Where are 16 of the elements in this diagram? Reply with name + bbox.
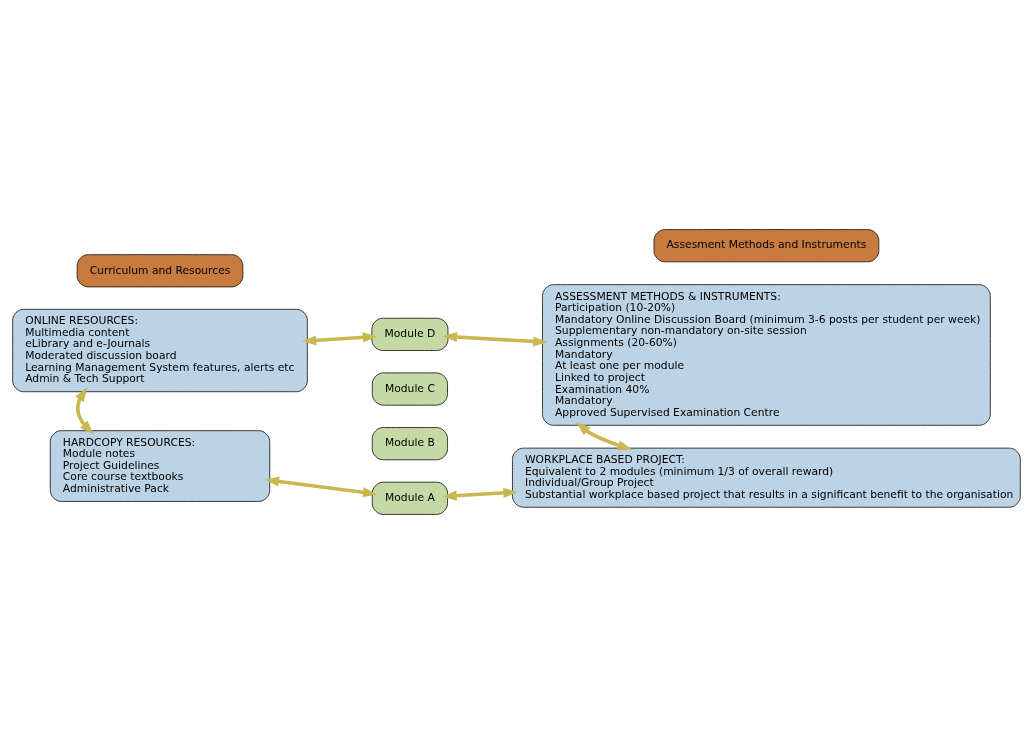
arrow bbox=[75, 387, 94, 435]
node-box: Module A bbox=[371, 481, 448, 515]
node-box: ONLINE RESOURCES: Multimedia content eLibrary and e-Journals Moderated discussion board Learning Management System features, alerts etc Admin & Tech Support bbox=[12, 308, 308, 393]
node-box: Module D bbox=[371, 317, 449, 351]
arrow bbox=[442, 332, 548, 347]
node-box: HARDCOPY RESOURCES: Module notes Project Guidelines Core course textbooks Administrative Pack bbox=[49, 430, 271, 502]
arrow bbox=[576, 422, 633, 451]
node-box: Module B bbox=[371, 427, 448, 461]
node-box: ASSESSMENT METHODS & INSTRUMENTS: Participation (10-20%) Mandatory Online Discussion Board (minimum 3-6 posts per student per week) Supplementary non-mandatory on-site session Assignments (20-60%) Mandatory At least one per module Linked to project Examination 40% Mandatory Approved Supervised Examination Centre bbox=[542, 284, 991, 426]
node-box: Curriculum and Resources bbox=[76, 254, 244, 288]
arrow bbox=[264, 476, 378, 498]
arrow bbox=[301, 332, 378, 346]
node-box: Assesment Methods and Instruments bbox=[653, 229, 880, 263]
node-box: Module C bbox=[371, 372, 448, 406]
node-box: WORKPLACE BASED PROJECT: Equivalent to 2 modules (minimum 1/3 of overall reward) Individual/Group Project Substantial workplace based project that results in a significant benefit to the organisation bbox=[512, 447, 1021, 508]
arrow bbox=[442, 487, 518, 501]
